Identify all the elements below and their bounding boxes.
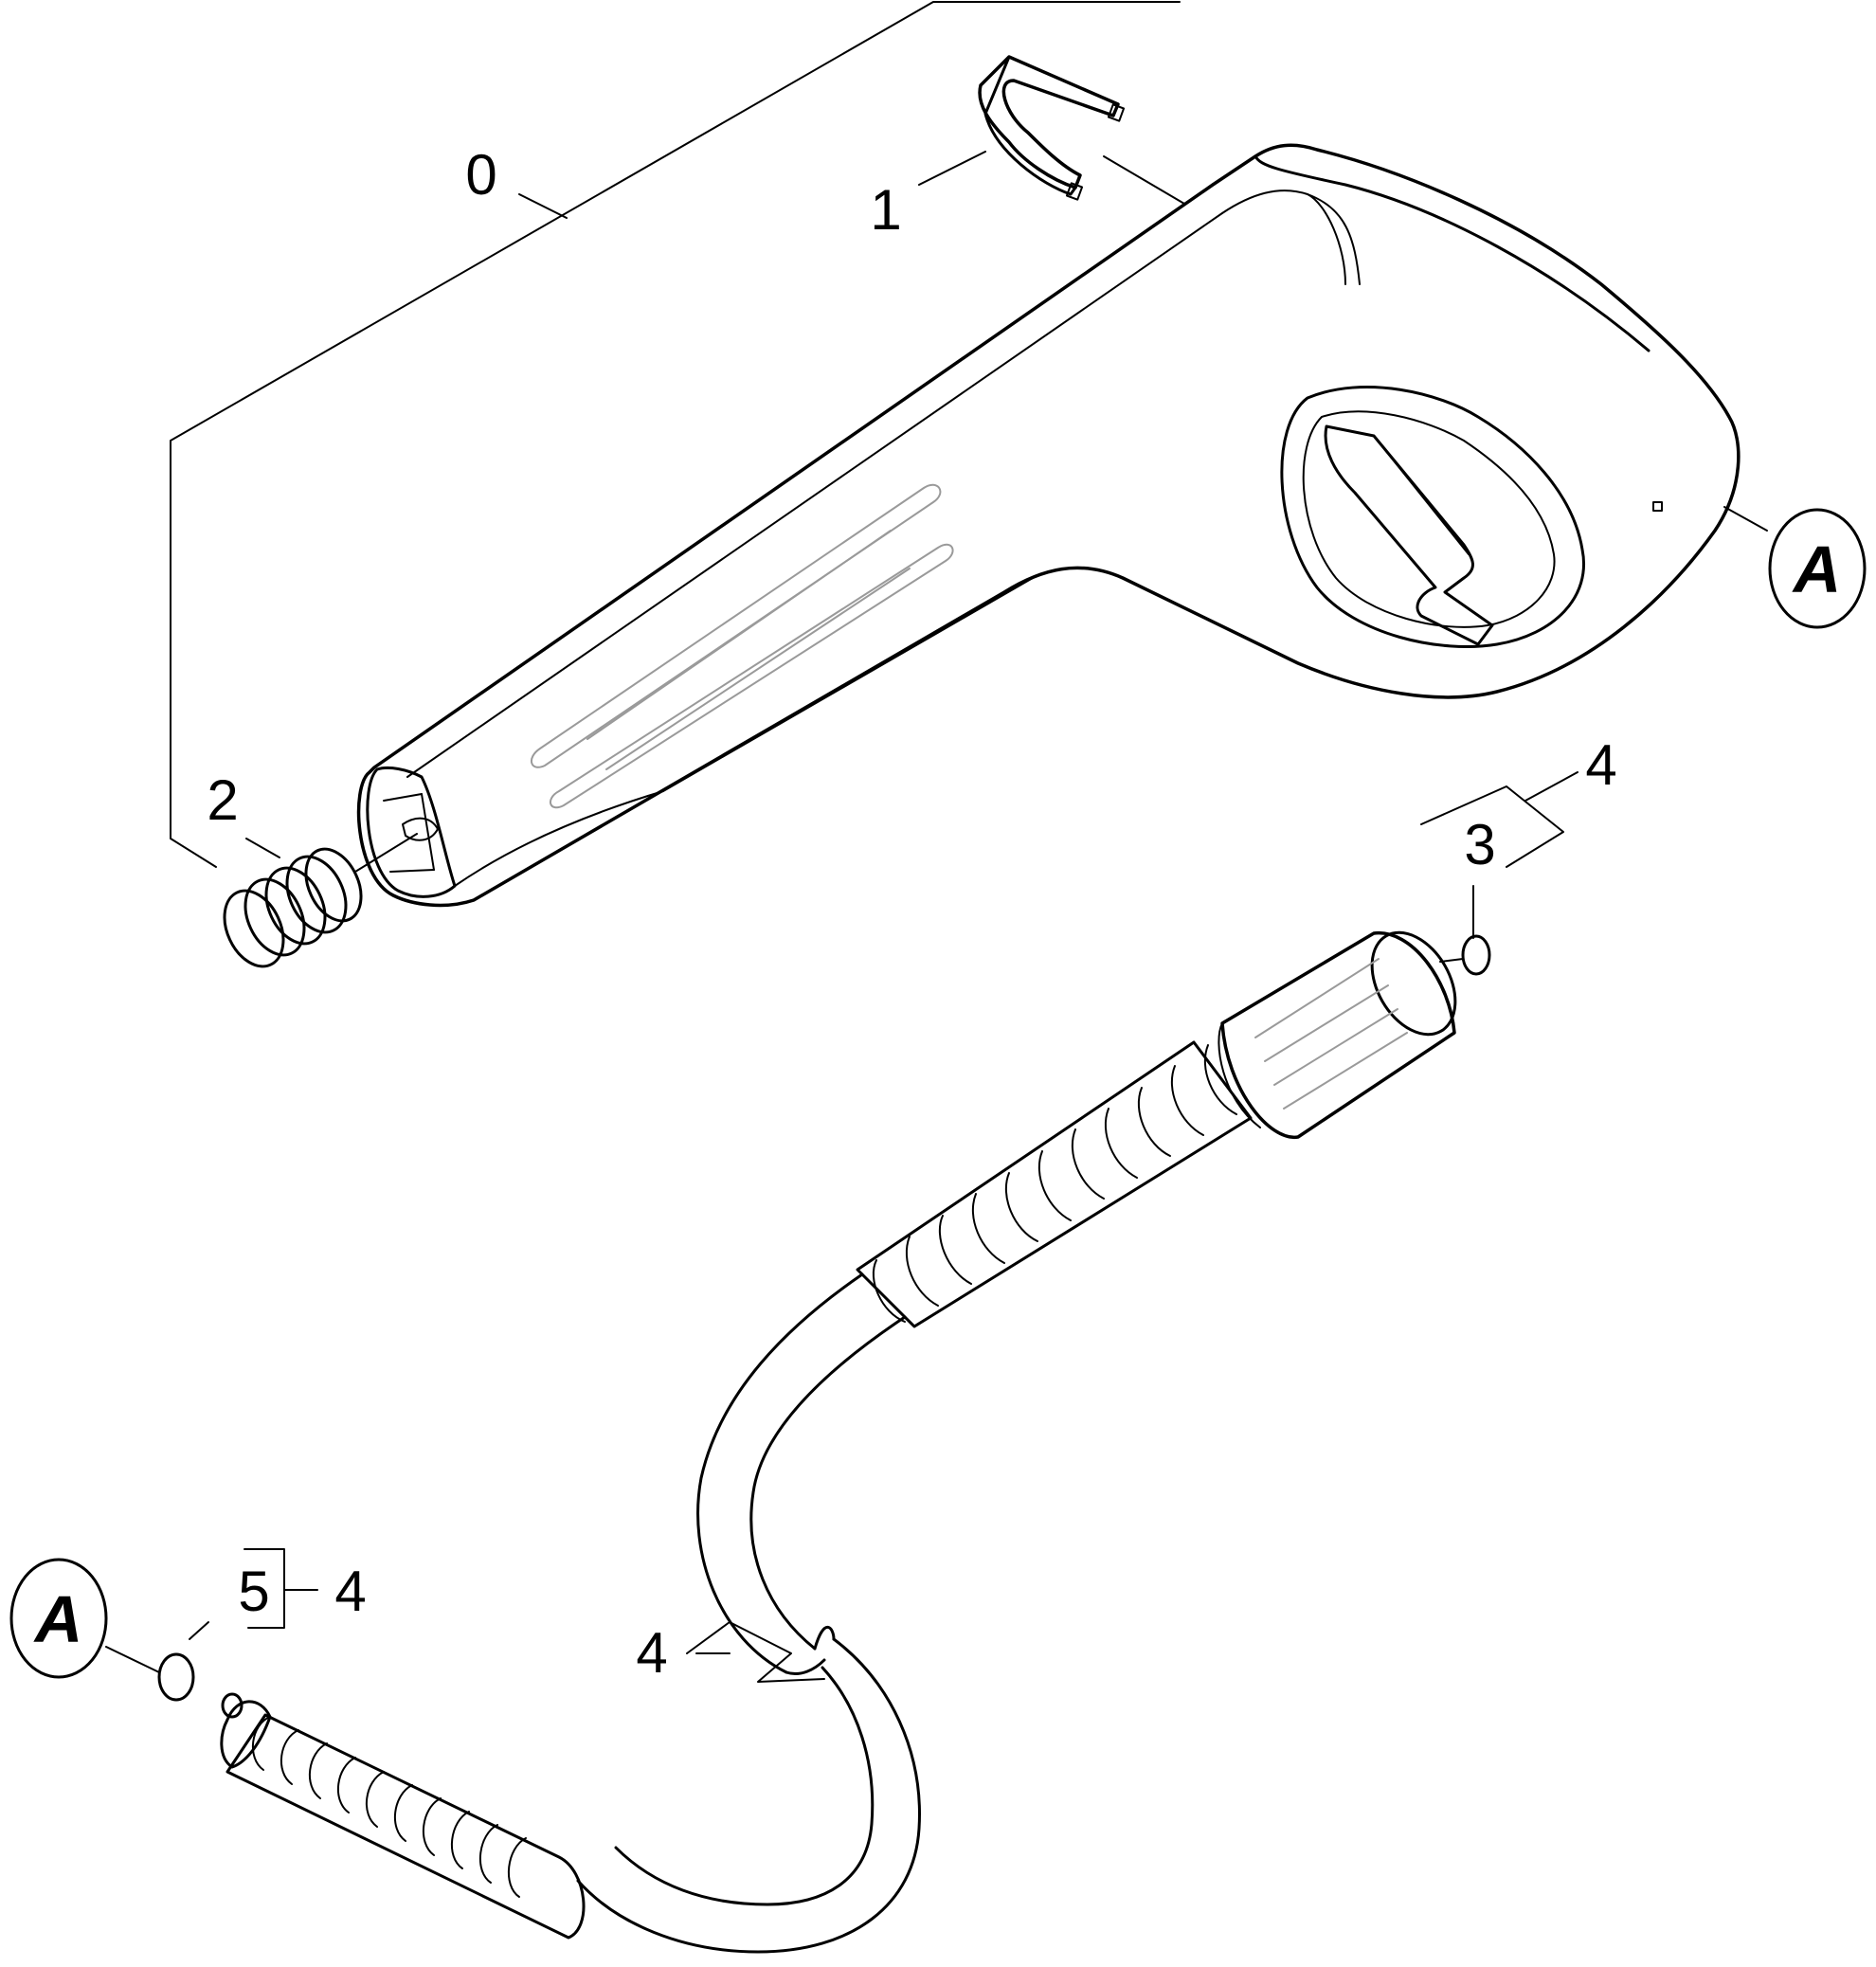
connector-marker-bottom: A xyxy=(9,1558,160,1679)
connector-label-bottom: A xyxy=(33,1582,83,1656)
leader-line-spring-to-muzzle xyxy=(354,833,418,873)
callout-2: 2 xyxy=(207,768,238,832)
spring-part xyxy=(223,847,363,968)
leader-line-clip-to-body xyxy=(1103,155,1185,205)
callout-3: 3 xyxy=(1464,813,1495,876)
kit-bracket-top xyxy=(1420,771,1578,939)
bend-protector-top xyxy=(856,1040,1253,1328)
callout-4-hose: 4 xyxy=(636,1621,667,1685)
callout-4-bottom: 4 xyxy=(334,1560,366,1623)
callout-4-top: 4 xyxy=(1585,733,1616,797)
leader-line-item-2 xyxy=(245,838,280,858)
trigger-gun-body xyxy=(356,143,1741,908)
kit-bracket-bottom xyxy=(189,1548,318,1640)
callout-1: 1 xyxy=(870,178,901,242)
callout-0: 0 xyxy=(465,143,496,207)
o-ring-top xyxy=(1439,934,1491,976)
union-nut xyxy=(1218,930,1457,1139)
bend-protector-bottom xyxy=(220,1692,586,1940)
o-ring-bottom xyxy=(157,1652,195,1702)
clip-part xyxy=(978,55,1126,201)
group-bracket-item-0 xyxy=(170,1,1181,868)
hose-cut-bracket xyxy=(686,1621,825,1683)
hose-part xyxy=(220,930,1457,1954)
leader-line-item-1 xyxy=(918,151,986,186)
callout-5: 5 xyxy=(238,1560,269,1623)
connector-label-top: A xyxy=(1792,532,1842,606)
connector-marker-top: A xyxy=(1723,506,1867,629)
